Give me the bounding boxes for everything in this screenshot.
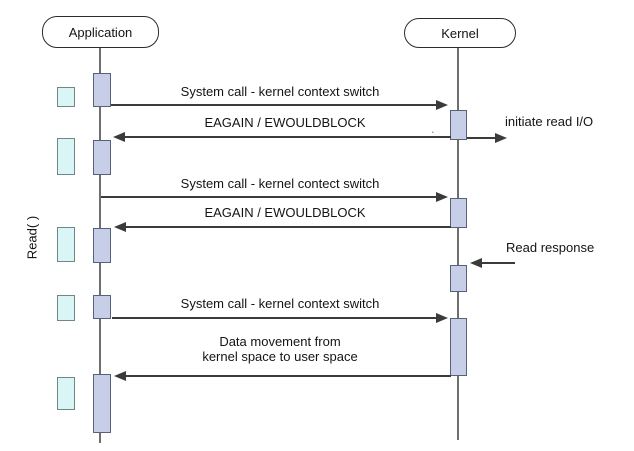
message-2-arrowhead-left	[113, 132, 125, 142]
message-3-line	[467, 137, 495, 139]
message-6-arrowhead-left	[470, 258, 482, 268]
message-7-line	[112, 317, 436, 319]
message-1-line	[111, 104, 436, 106]
kernel-lifeline	[457, 48, 459, 440]
app-activation-2	[93, 140, 111, 175]
message-1-label: System call - kernel context switch	[180, 84, 380, 99]
stray-mark: .	[431, 121, 435, 136]
message-5-line	[126, 226, 451, 228]
app-activation-3	[93, 228, 111, 263]
actor-application-label: Application	[68, 24, 133, 40]
message-2-line	[125, 136, 451, 138]
message-4-label: System call - kernel contect switch	[180, 176, 380, 191]
message-7-arrowhead-right	[436, 313, 448, 323]
message-3-arrowhead-right	[495, 133, 507, 143]
message-7-label: System call - kernel context switch	[180, 296, 380, 311]
kernel-activation-4	[450, 318, 467, 376]
message-6-label: Read response	[506, 240, 595, 255]
app-activation-5	[93, 374, 111, 433]
wait-block-2	[57, 138, 75, 175]
message-1-arrowhead-right	[436, 100, 448, 110]
read-call-label: Read( )	[24, 215, 40, 260]
message-8-label: Data movement from kernel space to user …	[202, 334, 358, 364]
message-5-arrowhead-left	[114, 222, 126, 232]
wait-block-3	[57, 227, 75, 262]
message-6-line	[481, 262, 515, 264]
message-3-label: initiate read I/O	[505, 114, 594, 129]
message-5-label: EAGAIN / EWOULDBLOCK	[204, 205, 366, 220]
message-8-line	[126, 375, 451, 377]
message-4-line	[101, 196, 436, 198]
kernel-activation-2	[450, 198, 467, 228]
actor-kernel-box: Kernel	[404, 18, 516, 48]
kernel-activation-1	[450, 110, 467, 140]
kernel-activation-3	[450, 265, 467, 292]
message-4-arrowhead-right	[436, 192, 448, 202]
message-2-label: EAGAIN / EWOULDBLOCK	[204, 115, 366, 130]
wait-block-4	[57, 295, 75, 321]
app-activation-1	[93, 73, 111, 107]
actor-application-box: Application	[42, 16, 159, 48]
app-activation-4	[93, 295, 111, 319]
actor-kernel-label: Kernel	[441, 25, 479, 41]
wait-block-1	[57, 87, 75, 107]
message-8-arrowhead-left	[114, 371, 126, 381]
wait-block-5	[57, 377, 75, 410]
